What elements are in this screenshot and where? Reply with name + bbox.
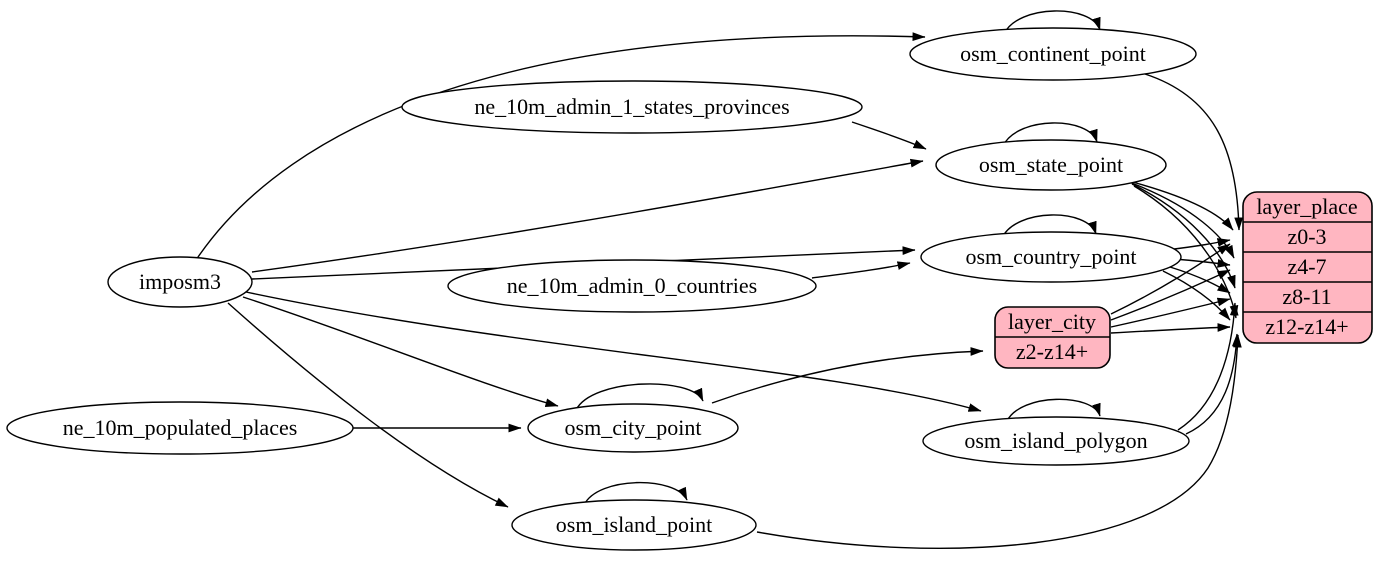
edge-osm_state_point-to-layer_place-z0-3	[1124, 179, 1234, 231]
osm_continent_point-shape	[909, 27, 1197, 81]
edge-layer_city-to-layer_place-z12-z14	[1110, 323, 1231, 334]
ne_10m_admin_1_states_provinces-shape	[401, 80, 863, 134]
imposm3-shape	[107, 256, 253, 308]
layer_place-title: layer_place	[1256, 194, 1357, 219]
edge-osm_island_point-to-layer_place-z12-z14	[756, 334, 1242, 550]
edge-layer_city-to-layer_place-z0-3	[1110, 243, 1231, 315]
node-imposm3: imposm3	[107, 256, 253, 308]
node-osm_country_point: osm_country_point	[920, 231, 1182, 283]
edge-selfloop-osm_island_polygon	[1006, 398, 1101, 422]
ne_10m_admin_1_states_provinces-label: ne_10m_admin_1_states_provinces	[474, 94, 789, 119]
edge-imposm3-to-osm_island_polygon	[245, 291, 982, 412]
edge-imposm3-to-osm_island_point	[227, 302, 509, 508]
node-ne_10m_admin_1_states_provinces: ne_10m_admin_1_states_provinces	[401, 80, 863, 134]
edge-imposm3-to-osm_continent_point	[195, 32, 926, 261]
osm_country_point-shape	[920, 231, 1182, 283]
osm_city_point-label: osm_city_point	[565, 415, 702, 440]
osm_country_point-label: osm_country_point	[965, 244, 1136, 269]
edge-selfloop-osm_island_point	[583, 481, 688, 506]
layer_city-title: layer_city	[1008, 309, 1096, 334]
node-ne_10m_admin_0_countries: ne_10m_admin_0_countries	[447, 259, 817, 313]
edge-osm_continent_point-to-layer_place-z0-3	[1144, 73, 1244, 231]
node-osm_state_point: osm_state_point	[935, 139, 1167, 191]
osm_island_point-label: osm_island_point	[556, 512, 712, 537]
edge-layer_city-to-layer_place-z4-7	[1110, 269, 1231, 321]
edge-imposm3-to-osm_city_point	[242, 296, 559, 407]
layer_place-row-z0-3: z0-3	[1287, 224, 1326, 249]
edge-selfloop-osm_state_point	[1002, 122, 1098, 147]
edge-osm_country_point-to-layer_place-z8-11	[1169, 266, 1231, 294]
edge-osm_state_point-to-layer_place-z8-11	[1131, 183, 1236, 289]
node-osm_city_point: osm_city_point	[527, 403, 739, 453]
node-osm_island_point: osm_island_point	[511, 499, 757, 551]
osm_continent_point-label: osm_continent_point	[960, 41, 1146, 66]
node-ne_10m_populated_places: ne_10m_populated_places	[6, 401, 354, 455]
edge-selfloop-osm_country_point	[1001, 214, 1097, 239]
edge-selfloop-osm_city_point	[575, 383, 704, 411]
edge-selfloop-osm_continent_point	[1003, 10, 1101, 35]
layer_city-row-z2-z14: z2-z14+	[1016, 339, 1088, 364]
layer_place-row-z12-z14: z12-z14+	[1265, 314, 1348, 339]
node-layer_place: layer_place z0-3 z4-7 z8-11 z12-z14+	[1242, 191, 1373, 344]
node-osm_continent_point: osm_continent_point	[909, 27, 1197, 81]
ne_10m_admin_0_countries-label: ne_10m_admin_0_countries	[507, 273, 758, 298]
osm_island_point-shape	[511, 499, 757, 551]
layer_place-row-z4-7: z4-7	[1287, 254, 1326, 279]
edge-osm_city_point-to-layer_city-z2-z14	[711, 347, 984, 404]
ne_10m_admin_0_countries-shape	[447, 259, 817, 313]
edge-layer_city-to-layer_place-z8-11	[1110, 297, 1231, 328]
imposm3-label: imposm3	[139, 269, 221, 294]
ne_10m_populated_places-shape	[6, 401, 354, 455]
ne_10m_populated_places-label: ne_10m_populated_places	[63, 415, 298, 440]
osm_city_point-shape	[527, 403, 739, 453]
osm_island_polygon-shape	[922, 416, 1190, 466]
edges	[195, 10, 1244, 550]
layer_place-shape	[1242, 191, 1373, 344]
edge-osm_island_polygon-to-layer_place-z8-11	[1177, 302, 1239, 431]
osm_state_point-label: osm_state_point	[979, 152, 1123, 177]
edge-ne_10m_admin_0_countries-to-osm_country_point	[811, 261, 911, 279]
edge-osm_country_point-to-layer_place-z12-z14	[1162, 270, 1231, 321]
osm_state_point-shape	[935, 139, 1167, 191]
edge-imposm3-to-osm_state_point	[251, 158, 924, 273]
osm_island_polygon-label: osm_island_polygon	[964, 428, 1147, 453]
node-layer_city: layer_city z2-z14+	[994, 306, 1111, 369]
layer_place-row-z8-11: z8-11	[1282, 284, 1331, 309]
node-osm_island_polygon: osm_island_polygon	[922, 416, 1190, 466]
edge-osm_island_polygon-to-layer_place-z12-z14	[1185, 333, 1241, 435]
edge-ne_10m_admin_1_states_provinces-to-osm_state_point	[851, 121, 927, 150]
